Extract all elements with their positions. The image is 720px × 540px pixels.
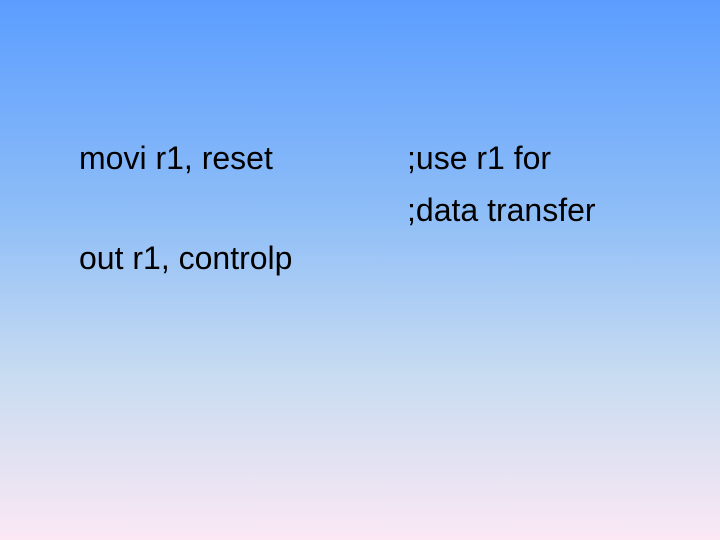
comment-line-use-r1: ;use r1 for [407, 140, 552, 176]
code-line-movi: movi r1, reset [79, 140, 273, 176]
code-line-out: out r1, controlp [79, 240, 293, 276]
comment-line-data-transfer: ;data transfer [407, 192, 596, 228]
